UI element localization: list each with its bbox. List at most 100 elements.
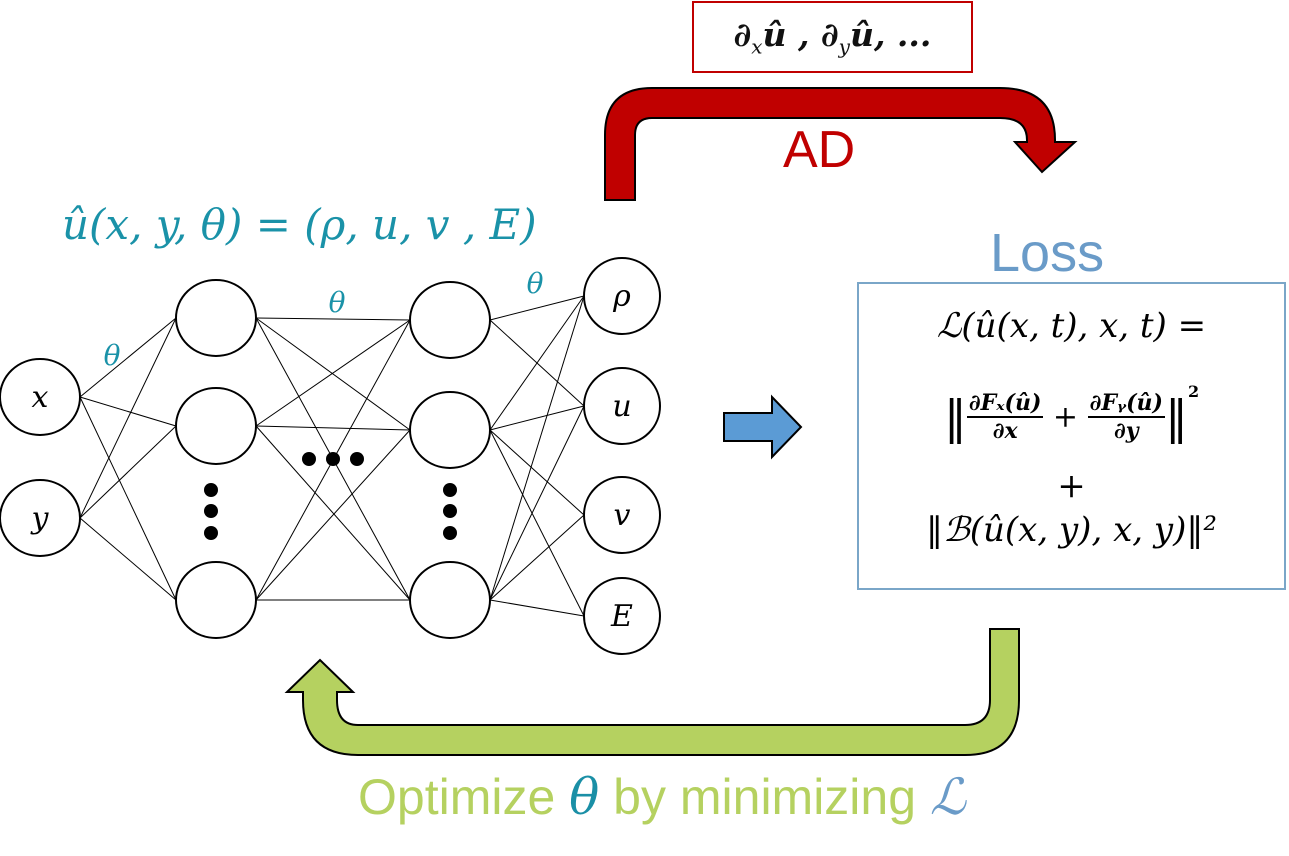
node-circle — [0, 479, 81, 557]
edge-hidden2-output — [489, 429, 585, 617]
ellipsis-dot — [302, 452, 316, 466]
fraction-y: ∂Fᵧ(û)∂y — [1087, 390, 1165, 444]
fraction-x-denominator: ∂x — [992, 418, 1018, 444]
node-label: E — [610, 599, 633, 634]
fraction-y-numerator: ∂Fᵧ(û) — [1087, 390, 1165, 418]
minimizing-text: by minimizing — [599, 769, 930, 825]
node-label: y — [30, 501, 50, 536]
u-hat: û — [849, 15, 874, 55]
partial-symbol: , ∂ — [786, 15, 839, 55]
plus-sign: + — [1052, 399, 1079, 435]
hidden1-node — [175, 279, 257, 357]
hidden1-node — [175, 387, 257, 465]
node-circle — [175, 387, 257, 465]
ellipsis-dot — [443, 483, 457, 497]
ellipsis-dot — [326, 452, 340, 466]
edge-hidden1-hidden2 — [255, 425, 411, 431]
input-node-x: x — [0, 358, 81, 436]
edge-hidden1-hidden2 — [255, 425, 411, 601]
edge-hidden1-hidden2 — [255, 317, 411, 431]
edge-hidden2-output — [489, 514, 585, 601]
ellipsis-text: , ... — [873, 15, 932, 55]
ellipsis-dot — [204, 526, 218, 540]
edge-hidden1-hidden2 — [255, 429, 411, 601]
edge-hidden1-hidden2 — [255, 319, 411, 427]
ellipsis-dots — [204, 452, 457, 540]
ellipsis-dot — [443, 504, 457, 518]
theta-weight-label: θ — [527, 267, 544, 300]
norm-bar-left: ‖ — [943, 390, 967, 444]
loss-symbol: ℒ — [929, 768, 966, 826]
output-node-ρ: ρ — [583, 257, 661, 335]
loss-line-1: ℒ(û(x, t), x, t) = — [936, 306, 1207, 346]
partial-subscript-y: y — [838, 34, 850, 59]
optimize-arrow — [284, 628, 1020, 756]
edge-input-hidden1 — [79, 517, 177, 601]
hidden1-node — [175, 561, 257, 639]
hidden2-node — [409, 561, 491, 639]
edge-hidden1-hidden2 — [255, 317, 411, 321]
node-circle — [583, 476, 661, 554]
edge-input-hidden1 — [79, 396, 177, 601]
node-label: v — [614, 498, 631, 533]
output-node-v: v — [583, 476, 661, 554]
node-circle — [175, 279, 257, 357]
fraction-x-numerator: ∂Fₓ(û) — [966, 390, 1044, 418]
node-label: x — [32, 380, 49, 415]
flow-arrow — [723, 394, 803, 460]
ellipsis-dot — [204, 483, 218, 497]
edge-input-hidden1 — [79, 317, 177, 519]
network-nodes: x y ρ u vE — [0, 257, 661, 655]
loss-box: ℒ(û(x, t), x, t) = ‖∂Fₓ(û)∂x + ∂Fᵧ(û)∂y‖… — [857, 282, 1286, 590]
output-node-u: u — [583, 367, 661, 445]
ad-arrow — [604, 87, 1078, 201]
hidden2-node — [409, 281, 491, 359]
norm-bar-right: ‖ — [1164, 390, 1188, 444]
network-edges — [79, 295, 585, 617]
optimize-label: Optimize θ by minimizing ℒ — [358, 768, 966, 826]
ad-label: AD — [783, 121, 856, 179]
edge-input-hidden1 — [79, 425, 177, 519]
node-circle — [583, 257, 661, 335]
loss-line-3: + — [1057, 466, 1086, 506]
edge-hidden2-output — [489, 295, 585, 601]
fraction-y-denominator: ∂y — [1114, 418, 1139, 444]
loss-title: Loss — [990, 223, 1105, 283]
hidden2-node — [409, 391, 491, 469]
node-circle — [409, 281, 491, 359]
node-circle — [409, 391, 491, 469]
input-node-y: y — [0, 479, 81, 557]
fraction-x: ∂Fₓ(û)∂x — [966, 390, 1044, 444]
loss-line-2: ‖∂Fₓ(û)∂x + ∂Fᵧ(û)∂y‖2 — [859, 382, 1284, 444]
network-equation: û(x, y, θ) = (ρ, u, v , E) — [62, 200, 537, 249]
edge-input-hidden1 — [79, 317, 177, 398]
theta-weight-label: θ — [104, 339, 121, 372]
edge-hidden2-output — [489, 599, 585, 617]
partial-subscript-x: x — [751, 34, 763, 59]
edge-hidden2-output — [489, 405, 585, 601]
ellipsis-dot — [443, 526, 457, 540]
edge-hidden2-output — [489, 295, 585, 321]
partial-symbol: ∂ — [733, 15, 752, 55]
edge-input-hidden1 — [79, 396, 177, 427]
node-label: u — [612, 389, 631, 424]
theta-weight-label: θ — [329, 286, 346, 319]
node-circle — [409, 561, 491, 639]
ellipsis-dot — [204, 504, 218, 518]
optimize-text: Optimize — [358, 769, 570, 825]
output-node-E: E — [583, 577, 661, 655]
edge-hidden2-output — [489, 429, 585, 516]
u-hat: û — [762, 15, 787, 55]
ellipsis-dot — [350, 452, 364, 466]
weight-labels: θ θ θ — [104, 267, 544, 372]
node-circle — [175, 561, 257, 639]
edge-hidden2-output — [489, 405, 585, 431]
derivative-box: ∂xû , ∂yû, ... — [692, 1, 973, 73]
exponent: 2 — [1187, 382, 1200, 401]
node-circle — [0, 358, 81, 436]
node-circle — [583, 367, 661, 445]
theta-symbol: θ — [569, 768, 600, 826]
node-label: ρ — [612, 279, 631, 314]
edge-hidden2-output — [489, 295, 585, 431]
